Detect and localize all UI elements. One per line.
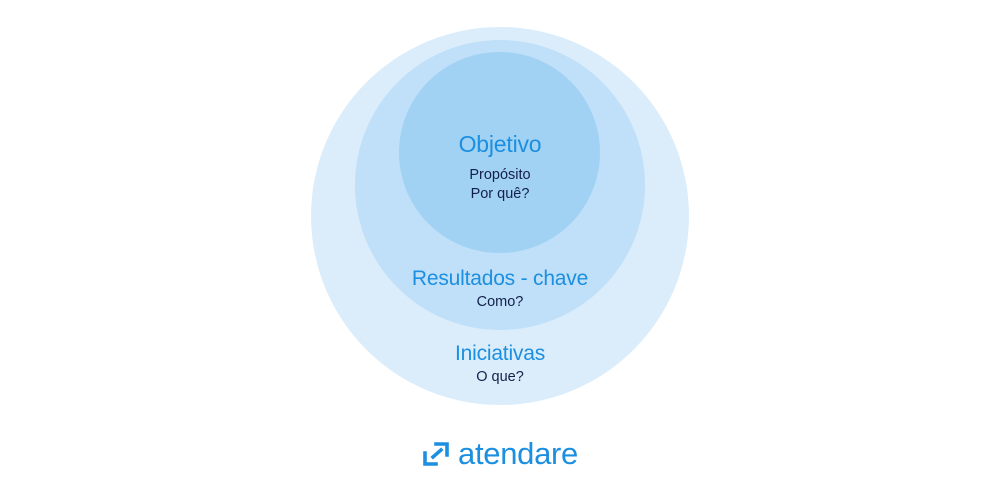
iniciativas-title: Iniciativas: [454, 342, 545, 365]
resultados-chave-line-1: Como?: [476, 294, 524, 310]
atendare-mark-icon: [423, 441, 449, 466]
objetivo-line-2: Por quê?: [470, 186, 530, 202]
brand-name: atendare: [458, 436, 578, 471]
objetivo-circle: [399, 52, 600, 253]
objetivo-line-1: Propósito: [469, 167, 531, 183]
iniciativas-line-1: O que?: [476, 369, 524, 385]
resultados-chave-title: Resultados - chave: [411, 267, 589, 290]
objetivo-title: Objetivo: [458, 131, 542, 157]
brand-logo: atendare: [0, 438, 1000, 469]
